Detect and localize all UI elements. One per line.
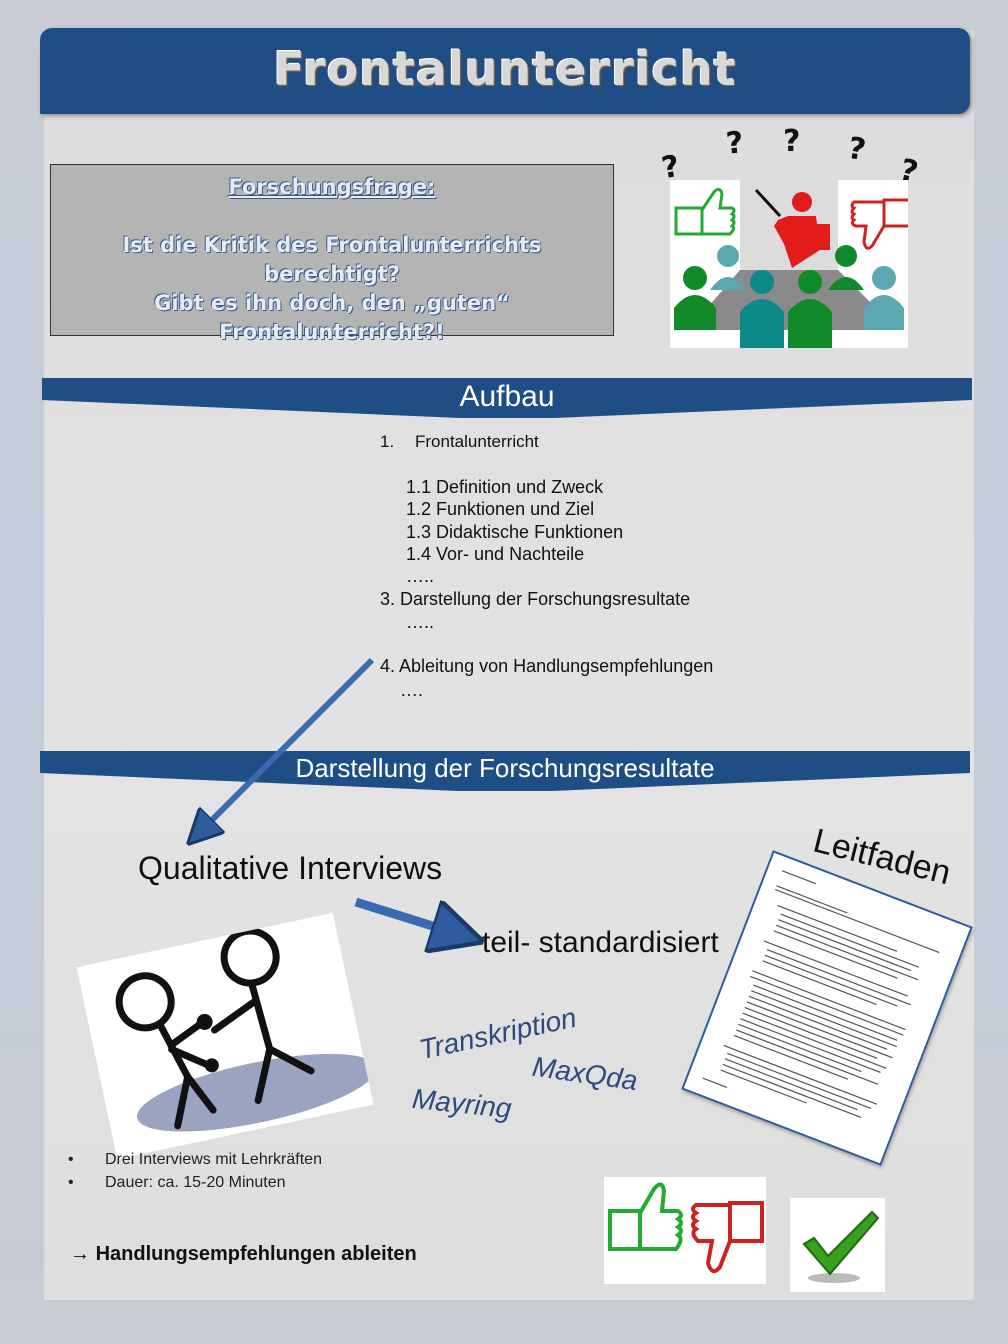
outline-item: 3. Darstellung der Forschungsresultate (380, 589, 691, 609)
checkmark-illustration (790, 1198, 885, 1292)
conclusion: → Handlungsempfehlungen ableiten (70, 1243, 417, 1266)
bullet-symbol: • (68, 1151, 74, 1168)
teacher-icon (754, 188, 830, 268)
outline-item: …. (400, 680, 424, 700)
outline-item: Frontalunterricht (415, 432, 539, 451)
stick-figures-icon (115, 927, 376, 1132)
thumbs-down-icon (691, 1201, 764, 1274)
research-question-line: Ist die Kritik des Frontalunterrichts be… (122, 233, 542, 286)
thumbs-illustration (604, 1177, 766, 1284)
classroom-illustration (670, 180, 912, 348)
page-title: Frontalunterricht (273, 42, 737, 96)
research-question-text: Ist die Kritik des Frontalunterrichts be… (51, 231, 613, 347)
outline-item: 1.4 Vor- und Nachteile (406, 544, 585, 564)
research-question-line: Frontalunterricht?! (219, 320, 445, 344)
outline-item: 1.1 Definition und Zweck (406, 477, 604, 497)
method-type-label: teil- standardisiert (482, 926, 719, 959)
title-bar: Frontalunterricht (40, 28, 970, 114)
checkmark-icon (802, 1210, 880, 1283)
outline-item: 1.2 Funktionen und Ziel (406, 499, 595, 519)
question-mark-icon: ? (783, 124, 801, 159)
bullet-text: Drei Interviews mit Lehrkräften (105, 1151, 322, 1168)
interview-guide-document (681, 850, 973, 1166)
method-label: Qualitative Interviews (138, 850, 443, 886)
research-question-heading: Forschungsfrage: (228, 175, 436, 199)
outline-item: ….. (406, 612, 435, 632)
research-question-box: Forschungsfrage: Ist die Kritik des Fron… (50, 164, 614, 344)
section-title: Darstellung der Forschungsresultate (295, 753, 715, 783)
audience-icon (674, 245, 904, 348)
conclusion-text: Handlungsempfehlungen ableiten (95, 1243, 417, 1265)
research-question-line: Gibt es ihn doch, den „guten“ (154, 291, 510, 315)
outline-item: 1.3 Didaktische Funktionen (406, 522, 624, 542)
thumbs-up-icon (674, 187, 736, 236)
bullet-text: Dauer: ca. 15-20 Minuten (105, 1174, 286, 1191)
stick-figures-illustration (76, 912, 376, 1160)
outline-item: 4. Ableitung von Handlungsempfehlungen (380, 656, 714, 676)
outline-item-number: 1. (380, 432, 395, 451)
thumbs-up-icon (608, 1182, 683, 1251)
arrow-right-icon: → (70, 1243, 90, 1265)
outline-item: ….. (406, 566, 435, 586)
document-icon (702, 870, 940, 1119)
bullet-symbol: • (68, 1174, 74, 1191)
section-title: Aufbau (459, 380, 555, 413)
